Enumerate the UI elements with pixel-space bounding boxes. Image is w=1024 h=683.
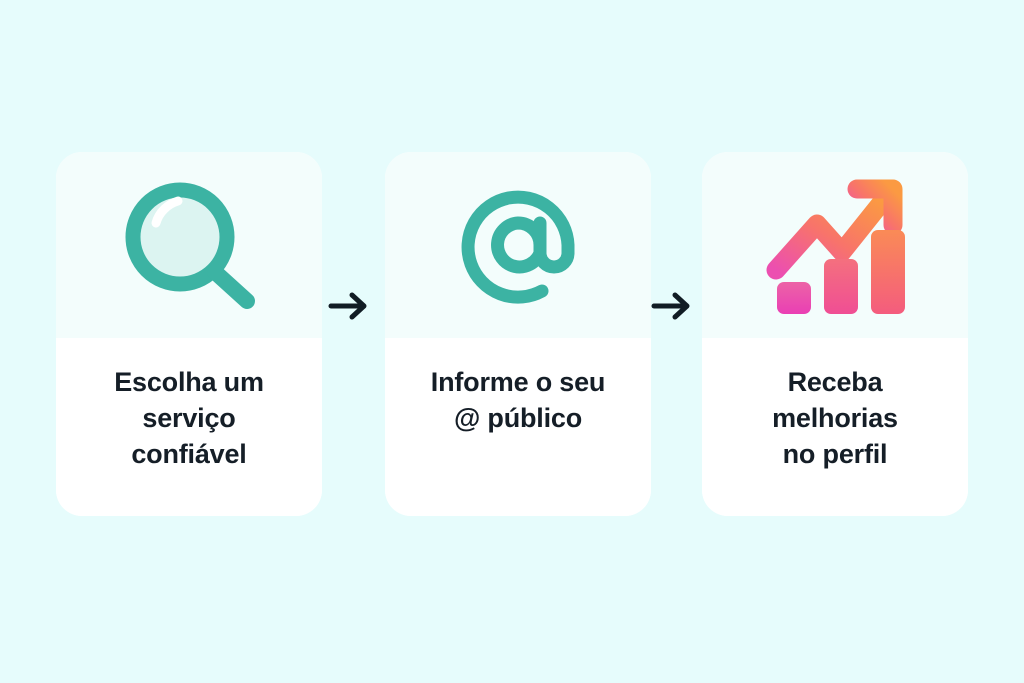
arrow-right-icon [328,289,372,323]
step-card-2[interactable]: Informe o seu @ público [385,152,651,516]
step-3-title: Receba melhorias no perfil [772,367,898,470]
at-sign-icon [456,183,580,307]
step-2-text-area: Informe o seu @ público [385,338,651,516]
step-3-icon-area [702,152,968,338]
arrow-right-icon [651,289,695,323]
step-2-title: Informe o seu @ público [430,367,606,434]
magnifier-icon [119,179,259,311]
step-2-icon-area [385,152,651,338]
step-1-text-area: Escolha um serviço confiável [56,338,322,516]
step-card-1[interactable]: Escolha um serviço confiável [56,152,322,516]
step-1-icon-area [56,152,322,338]
step-card-3[interactable]: Receba melhorias no perfil [702,152,968,516]
step-1-title: Escolha um serviço confiável [114,367,264,470]
growth-chart-icon [760,172,910,318]
connector-arrow-1 [327,286,373,326]
connector-arrow-2 [650,286,696,326]
step-3-text-area: Receba melhorias no perfil [702,338,968,516]
